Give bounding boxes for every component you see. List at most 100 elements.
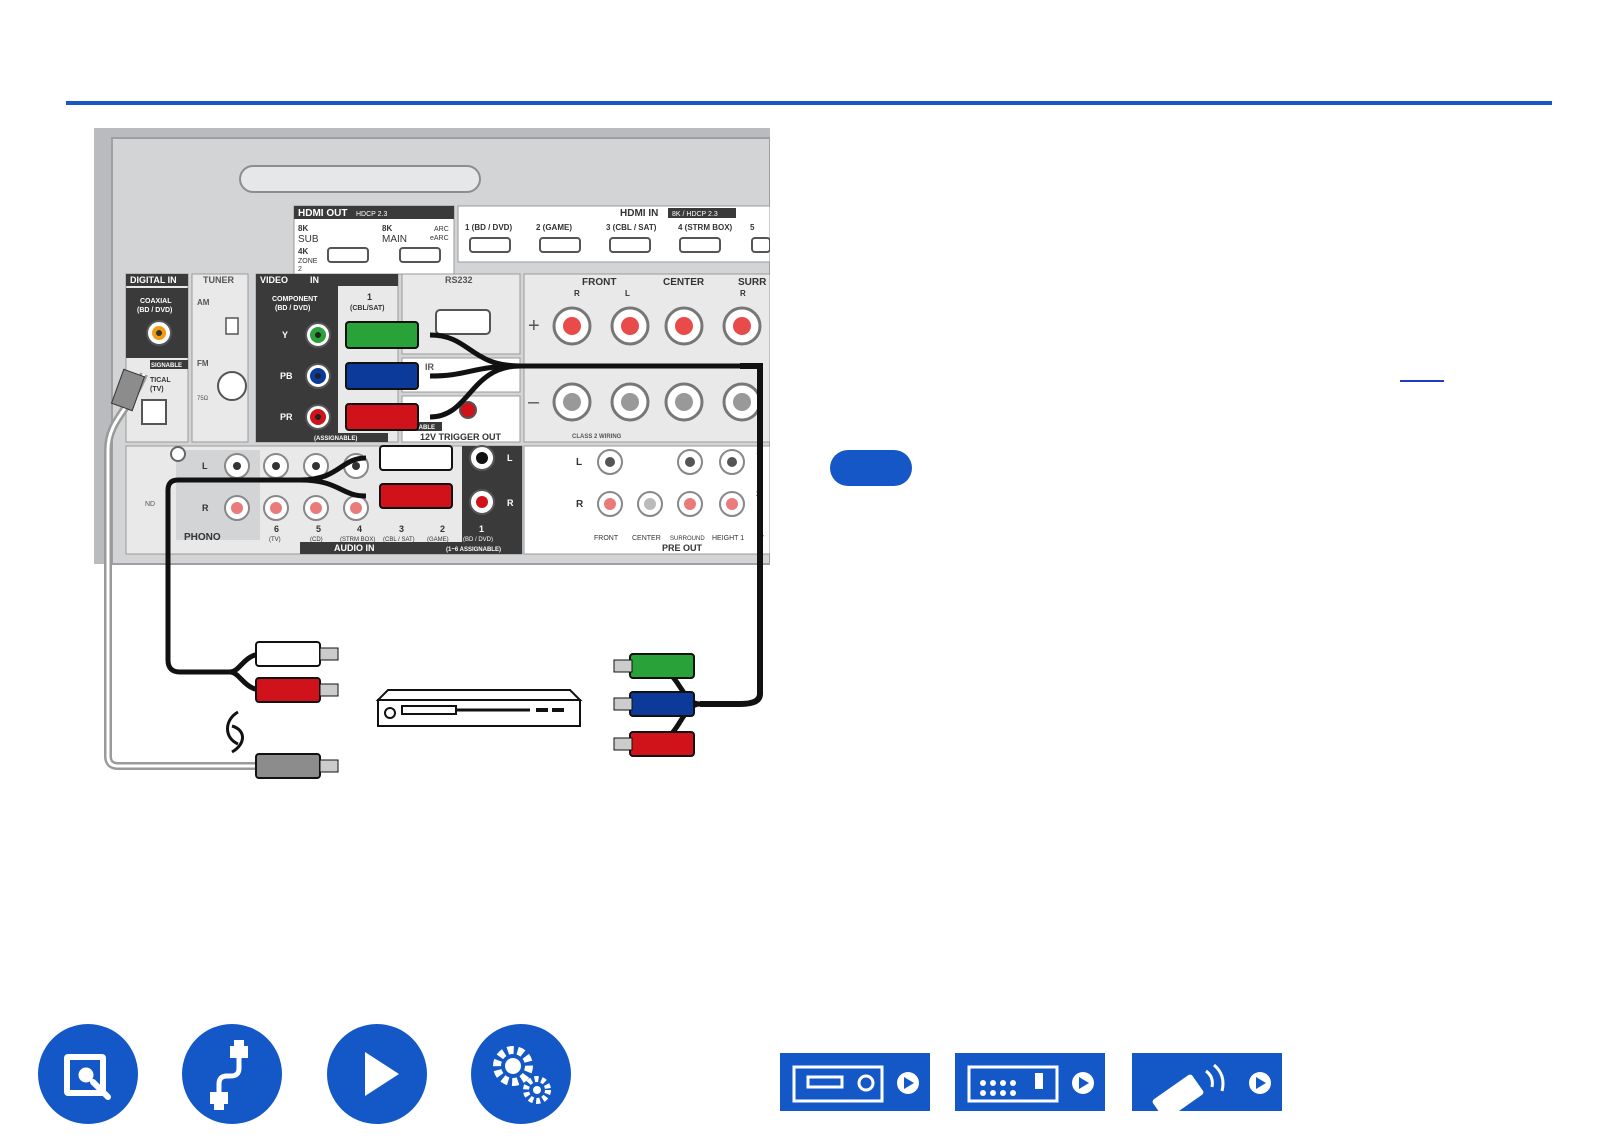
svg-text:L: L [576, 457, 582, 468]
source-coaxial-plug [255, 753, 321, 779]
pr-plug [345, 403, 419, 431]
svg-text:MAIN: MAIN [382, 234, 407, 245]
svg-text:PHONO: PHONO [184, 532, 221, 543]
svg-text:L: L [507, 453, 513, 463]
svg-text:COMPONENT: COMPONENT [272, 296, 318, 303]
am-terminal [225, 317, 239, 335]
trigger-jack [459, 401, 477, 419]
svg-text:R: R [576, 499, 584, 510]
svg-text:SIGNABLE: SIGNABLE [151, 363, 182, 369]
tuner-block [191, 273, 249, 443]
gnd-screw [170, 446, 186, 462]
svg-text:(GAME): (GAME) [427, 537, 449, 543]
svg-text:L: L [625, 289, 630, 298]
audio-l-jacks [224, 453, 369, 479]
svg-text:(TV): (TV) [269, 537, 281, 543]
front-panel-button[interactable] [780, 1053, 930, 1111]
svg-text:FRONT: FRONT [594, 535, 619, 542]
svg-text:SURR: SURR [738, 277, 767, 288]
svg-text:12V TRIGGER OUT: 12V TRIGGER OUT [420, 432, 502, 442]
hdmi-in-port-4 [679, 237, 721, 253]
svg-text:3 (CBL / SAT): 3 (CBL / SAT) [606, 223, 657, 232]
rear-panel-icon [967, 1065, 1094, 1103]
svg-text:(CBL / SAT): (CBL / SAT) [383, 537, 415, 543]
audio-r-plug [379, 483, 453, 509]
svg-text:R: R [507, 498, 514, 508]
svg-text:ZONE: ZONE [298, 258, 318, 265]
speaker-plus-row [552, 306, 762, 346]
svg-text:1: 1 [479, 524, 484, 534]
rear-panel-button[interactable] [955, 1053, 1105, 1111]
svg-text:RS232: RS232 [445, 275, 473, 285]
remote-control-button[interactable] [1132, 1053, 1282, 1111]
page-link-underline[interactable] [1400, 380, 1444, 382]
source-y-plug [629, 653, 695, 679]
svg-text:(TV): (TV) [150, 386, 164, 393]
svg-text:IR: IR [425, 362, 435, 372]
svg-text:5: 5 [750, 223, 755, 232]
tip-badge[interactable] [830, 450, 912, 486]
setup-button[interactable] [471, 1024, 571, 1124]
svg-text:TUNER: TUNER [203, 275, 234, 285]
svg-text:2: 2 [440, 524, 445, 534]
svg-text:1: 1 [367, 292, 372, 302]
coaxial-plug-top [110, 368, 146, 412]
svg-text:AM: AM [197, 298, 210, 307]
rs232-port [435, 309, 491, 335]
svg-text:4K: 4K [298, 247, 308, 256]
antenna [239, 165, 481, 193]
svg-text:R: R [740, 289, 746, 298]
svg-text:75Ω: 75Ω [197, 396, 209, 402]
playback-button[interactable] [327, 1024, 427, 1124]
optical-jack [141, 399, 167, 425]
svg-text:(CBL/SAT): (CBL/SAT) [350, 305, 384, 312]
svg-text:SUB: SUB [298, 234, 319, 245]
svg-text:CLASS 2 WIRING: CLASS 2 WIRING [572, 434, 622, 440]
svg-text:(BD / DVD): (BD / DVD) [275, 305, 310, 312]
hdmi-in-port-3 [609, 237, 651, 253]
connection-diagram: HDMI OUT HDCP 2.3 8K SUB 4K ZONE 2 8K MA… [94, 128, 770, 779]
settings-gears-icon [493, 1046, 551, 1104]
svg-text:R: R [202, 503, 209, 513]
hdmi-main-port [399, 247, 441, 263]
component-cable-bundle [700, 363, 763, 707]
cable-break-icon [226, 710, 244, 754]
svg-text:HDCP 2.3: HDCP 2.3 [356, 211, 387, 218]
y-plug [345, 321, 419, 349]
svg-text:5: 5 [316, 524, 321, 534]
svg-text:+: + [528, 315, 540, 337]
svg-text:IN: IN [310, 275, 319, 285]
svg-text:2 (GAME): 2 (GAME) [536, 223, 572, 232]
svg-text:ND: ND [145, 501, 155, 508]
svg-text:(STRM BOX): (STRM BOX) [340, 537, 375, 543]
svg-text:AUDIO IN: AUDIO IN [334, 543, 375, 553]
svg-text:(ASSIGNABLE): (ASSIGNABLE) [314, 436, 357, 442]
svg-text:R: R [574, 289, 580, 298]
svg-text:8K: 8K [382, 224, 392, 233]
svg-text:TICAL: TICAL [150, 377, 171, 384]
hdmi-in-port-2 [539, 237, 581, 253]
svg-text:COAXIAL: COAXIAL [140, 298, 172, 305]
svg-text:2: 2 [298, 266, 302, 273]
hdmi-sub-port [327, 247, 369, 263]
svg-text:(CD): (CD) [310, 537, 323, 543]
hdmi-in-label: HDMI IN [620, 208, 658, 219]
connections-button[interactable] [182, 1024, 282, 1124]
svg-text:–: – [528, 391, 540, 413]
svg-text:PB: PB [280, 371, 293, 381]
svg-text:FRONT: FRONT [582, 277, 616, 288]
svg-text:(1~6 ASSIGNABLE): (1~6 ASSIGNABLE) [446, 547, 501, 553]
svg-text:4 (STRM BOX): 4 (STRM BOX) [678, 223, 733, 232]
manual-search-button[interactable] [38, 1024, 138, 1124]
svg-text:PR: PR [280, 412, 293, 422]
hdmi-out-label: HDMI OUT [298, 208, 347, 219]
cable-connection-icon [210, 1040, 248, 1110]
audio-cable [165, 455, 367, 675]
source-audio-l-plug [255, 641, 321, 667]
svg-text:1 (BD / DVD): 1 (BD / DVD) [465, 223, 512, 232]
svg-text:6: 6 [274, 524, 279, 534]
svg-text:HEIGHT 1: HEIGHT 1 [712, 535, 744, 542]
header-rule [66, 101, 1552, 105]
source-pb-plug [629, 691, 695, 717]
fm-jack [217, 371, 247, 401]
